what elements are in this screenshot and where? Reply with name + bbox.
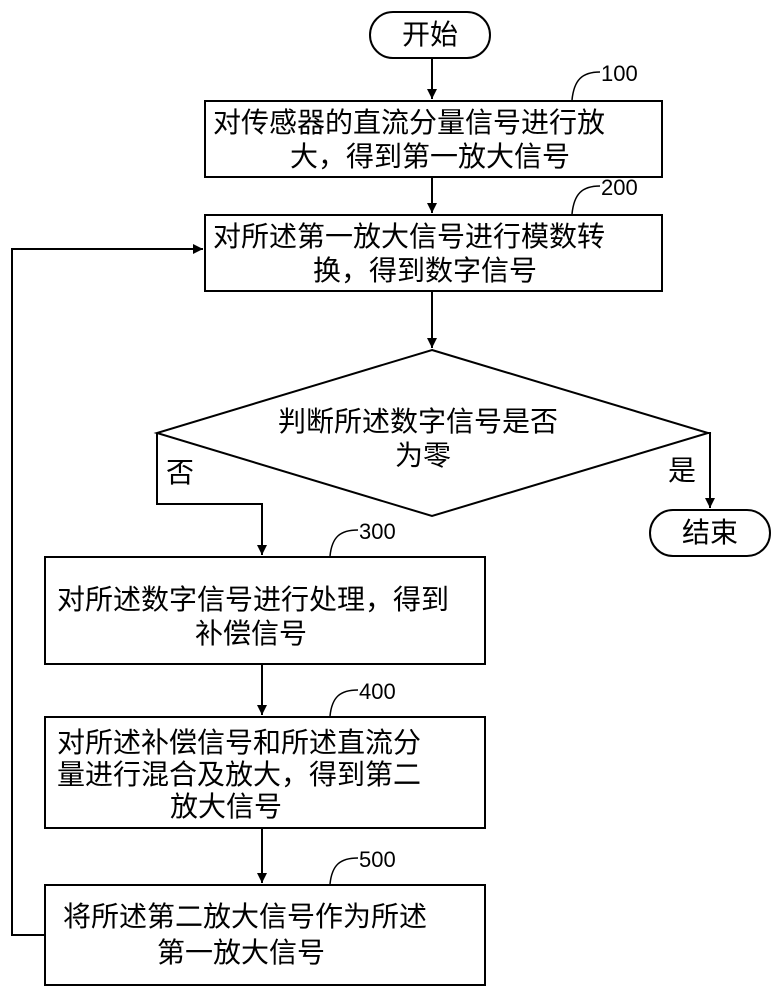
step-300-line-1: 对所述数字信号进行处理，得到 — [57, 583, 450, 616]
step-400-line-2: 量进行混合及放大，得到第二 — [57, 758, 422, 791]
arrow-loop-500-to-200 — [11, 244, 203, 936]
step-100-line-2: 大，得到第一放大信号 — [290, 140, 571, 173]
end-terminator — [649, 509, 771, 557]
step-200-box — [204, 214, 663, 292]
step-100-ref: 100 — [601, 61, 638, 86]
step-400-line-3: 放大信号 — [170, 790, 283, 823]
step-500-box — [44, 884, 486, 986]
ref-leader-100 — [571, 71, 601, 101]
decision-line-2: 为零 — [395, 439, 452, 472]
decision-line-1: 判断所述数字信号是否 — [278, 405, 559, 438]
step-200-line-1: 对所述第一放大信号进行模数转 — [213, 220, 606, 253]
step-100-box — [204, 100, 663, 178]
step-400-line-1: 对所述补偿信号和所述直流分 — [57, 726, 422, 759]
arrow-yes-to-end — [705, 432, 715, 508]
ref-leader-200 — [571, 185, 601, 215]
ref-leader-300 — [329, 529, 359, 557]
ref-leader-500 — [329, 857, 359, 885]
start-label: 开始 — [401, 18, 458, 51]
step-100-line-1: 对传感器的直流分量信号进行放 — [213, 106, 606, 139]
start-terminator — [369, 11, 491, 59]
step-300-box — [44, 556, 486, 665]
step-300-ref: 300 — [359, 519, 396, 544]
step-200-ref: 200 — [601, 175, 638, 200]
decision-yes-label: 是 — [668, 454, 697, 487]
step-200-line-2: 换，得到数字信号 — [313, 254, 538, 287]
step-300-line-2: 补偿信号 — [195, 617, 308, 650]
step-500-ref: 500 — [359, 847, 396, 872]
decision-diamond — [153, 348, 712, 518]
step-400-box — [44, 716, 486, 829]
ref-leader-400 — [329, 689, 359, 717]
arrow-no-to-300 — [156, 433, 267, 555]
decision-no-label: 否 — [166, 456, 195, 489]
end-label: 结束 — [681, 516, 738, 549]
step-400-ref: 400 — [359, 679, 396, 704]
step-500-line-2: 第一放大信号 — [157, 936, 326, 969]
step-500-line-1: 将所述第二放大信号作为所述 — [63, 900, 428, 933]
